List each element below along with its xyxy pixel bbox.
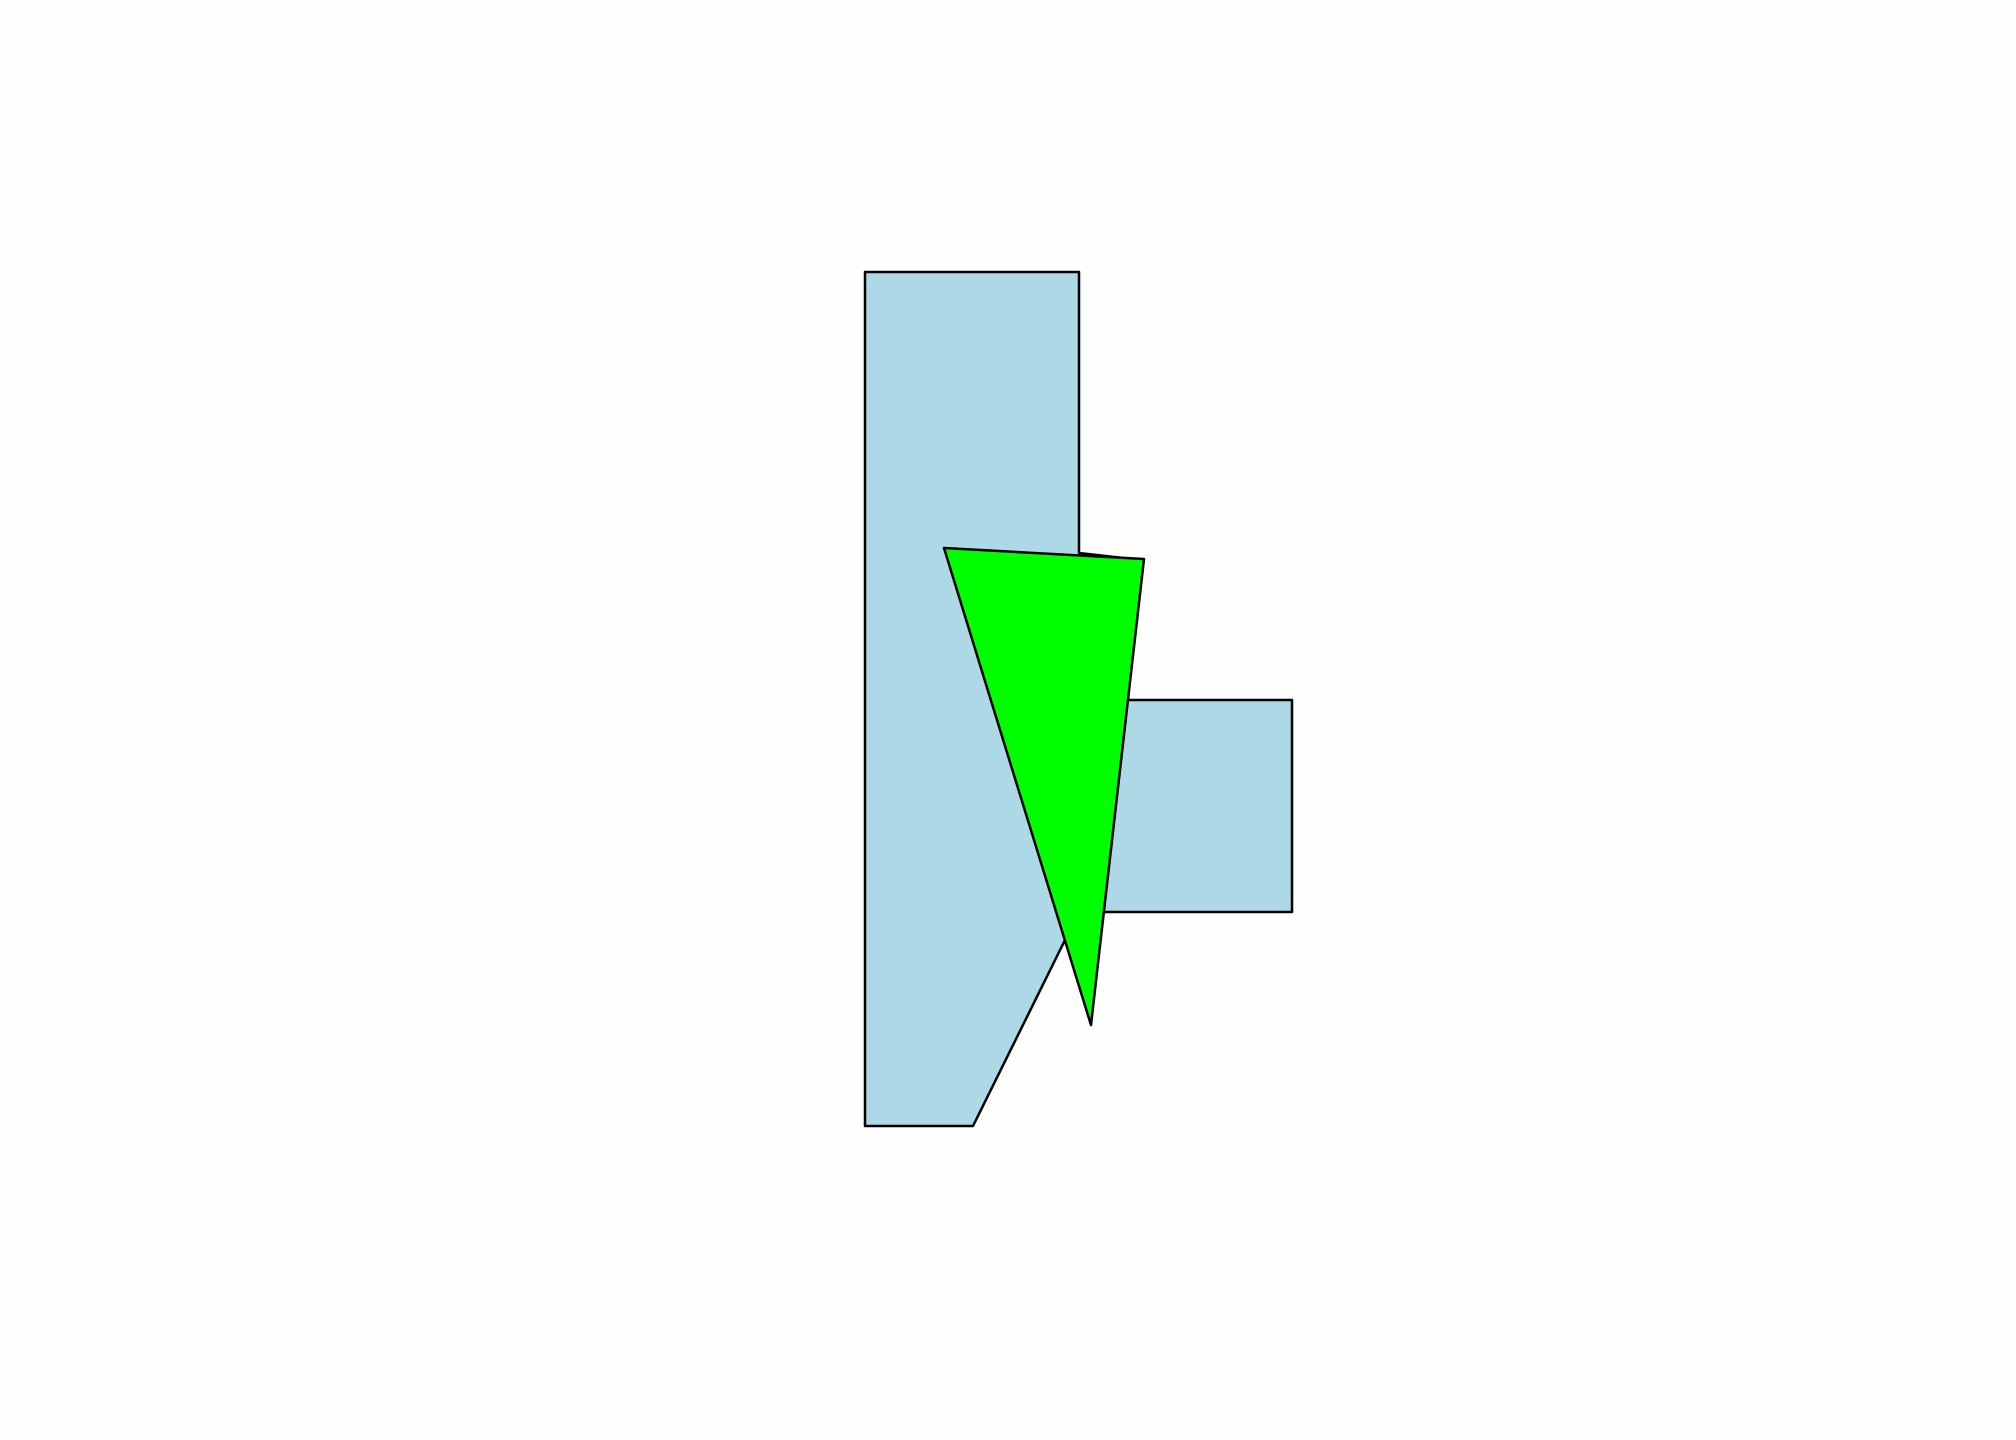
green-triangle <box>942 546 1146 1027</box>
